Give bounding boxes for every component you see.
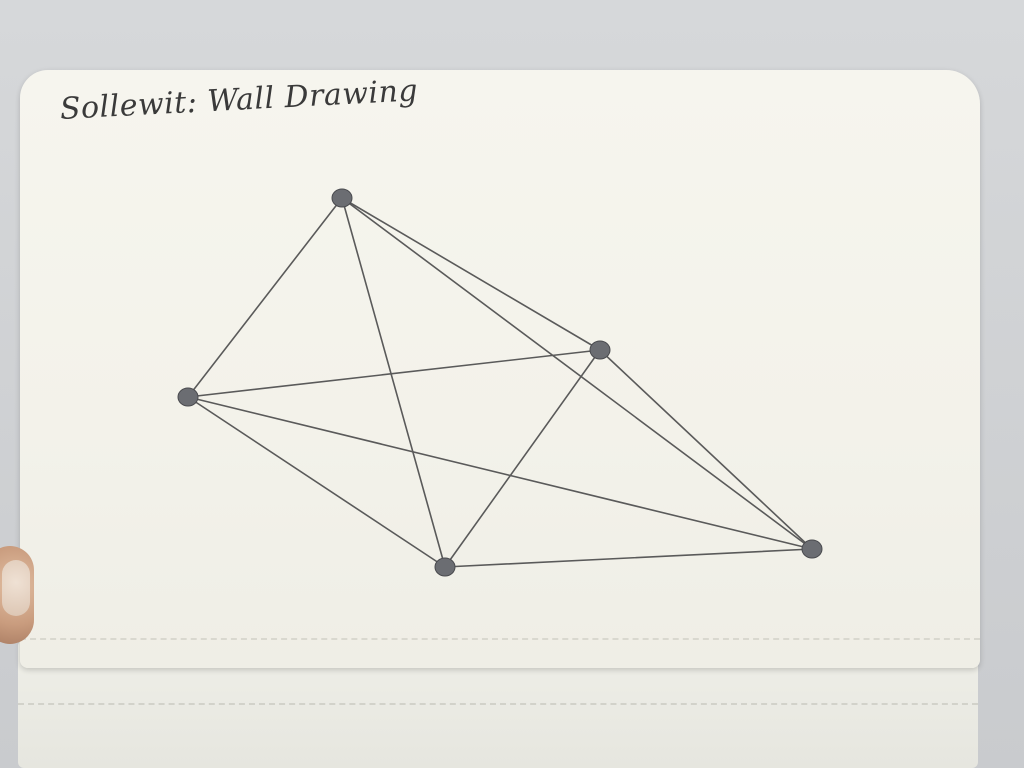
sketch-line-c-d bbox=[187, 396, 446, 568]
sketch-point-d bbox=[434, 557, 456, 577]
wall-drawing-sketch bbox=[177, 188, 823, 577]
sketch-line-c-e bbox=[187, 396, 813, 550]
sketch-line-b-e bbox=[599, 349, 813, 550]
sketch-line-a-e bbox=[341, 197, 813, 550]
sketch-line-d-e bbox=[444, 548, 813, 568]
sketch-line-a-d bbox=[341, 197, 446, 568]
sketch-point-e bbox=[801, 539, 823, 559]
sketch-line-b-d bbox=[444, 349, 601, 568]
sketch-line-b-c bbox=[187, 349, 601, 398]
sketch-point-a bbox=[331, 188, 353, 208]
notebook-seam bbox=[18, 703, 978, 705]
thumbnail-nail bbox=[2, 560, 30, 616]
sketch-line-a-b bbox=[341, 197, 601, 351]
sketch-point-c bbox=[177, 387, 199, 407]
page-perforation bbox=[20, 638, 980, 640]
sketch-line-a-c bbox=[187, 197, 343, 398]
notebook-page: Sollewit: Wall Drawing bbox=[20, 70, 980, 668]
sketch-point-b bbox=[589, 340, 611, 360]
